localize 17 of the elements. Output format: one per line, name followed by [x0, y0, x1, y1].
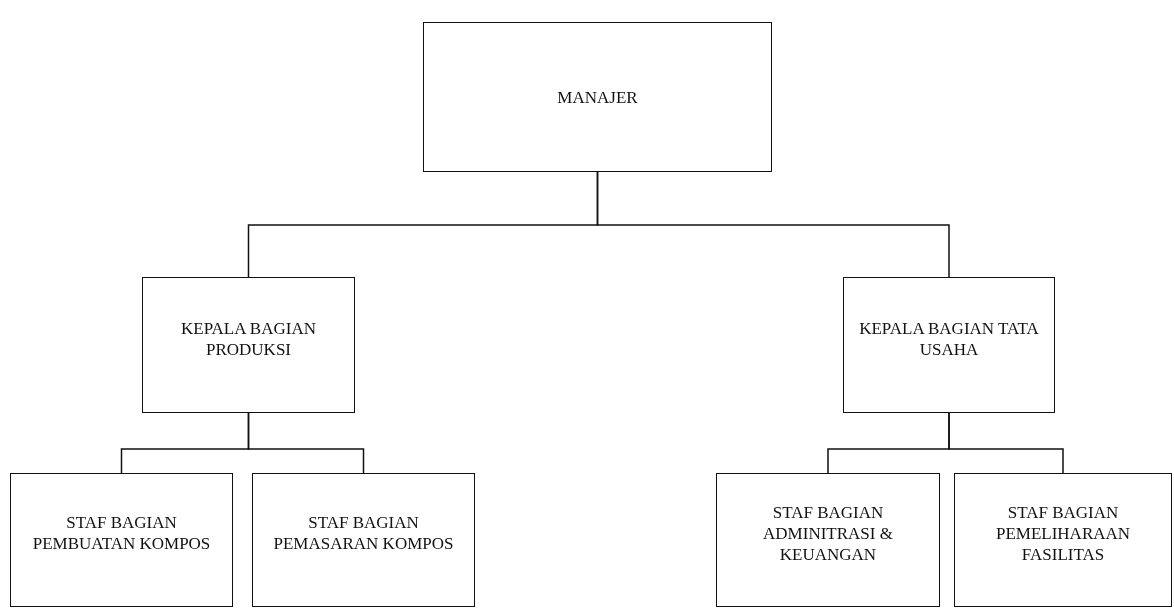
- org-unit-box: [10, 473, 233, 607]
- connector-line: [596, 171, 950, 278]
- unit-title: MANAJER: [556, 86, 639, 108]
- org-unit-box: [252, 473, 475, 607]
- org-unit-box: [142, 277, 355, 413]
- org-unit-box: [954, 473, 1172, 607]
- unit-title: STAF BAGIAN ADMINITRASI & KEUANGAN: [762, 501, 894, 565]
- unit-title: STAF BAGIAN PEMASARAN KOMPOS: [272, 512, 455, 554]
- connector-line: [948, 412, 1064, 474]
- org-unit-box: [716, 473, 940, 607]
- unit-title: STAF BAGIAN PEMELIHARAAN FASILITAS: [994, 501, 1132, 565]
- manager-box: [423, 22, 772, 172]
- unit-title: STAF BAGIAN PEMBUATAN KOMPOS: [31, 512, 212, 554]
- unit-title: KEPALA BAGIAN PRODUKSI: [180, 318, 317, 360]
- unit-title: KEPALA BAGIAN TATA USAHA: [858, 318, 1040, 360]
- org-unit-box: [843, 277, 1055, 413]
- connector-line: [247, 412, 365, 474]
